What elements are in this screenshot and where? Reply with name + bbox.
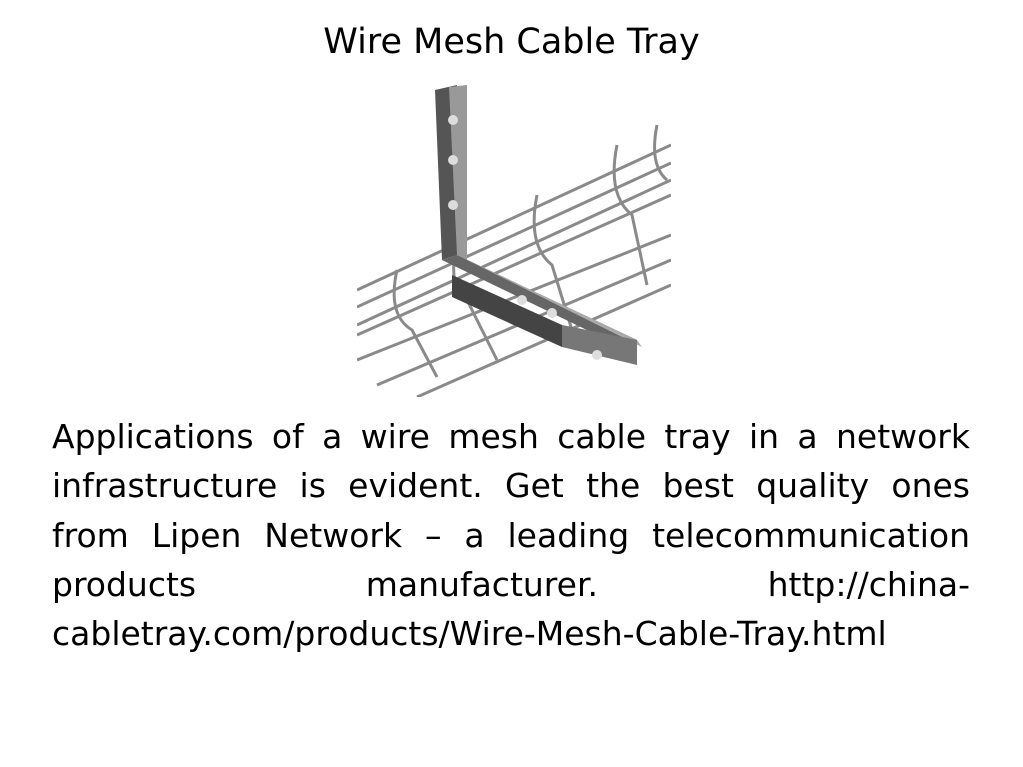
slide-title: Wire Mesh Cable Tray xyxy=(323,22,700,62)
bracket xyxy=(435,85,642,365)
slide-paragraph: Applications of a wire mesh cable tray i… xyxy=(52,417,970,654)
cable-tray-image xyxy=(357,85,671,397)
